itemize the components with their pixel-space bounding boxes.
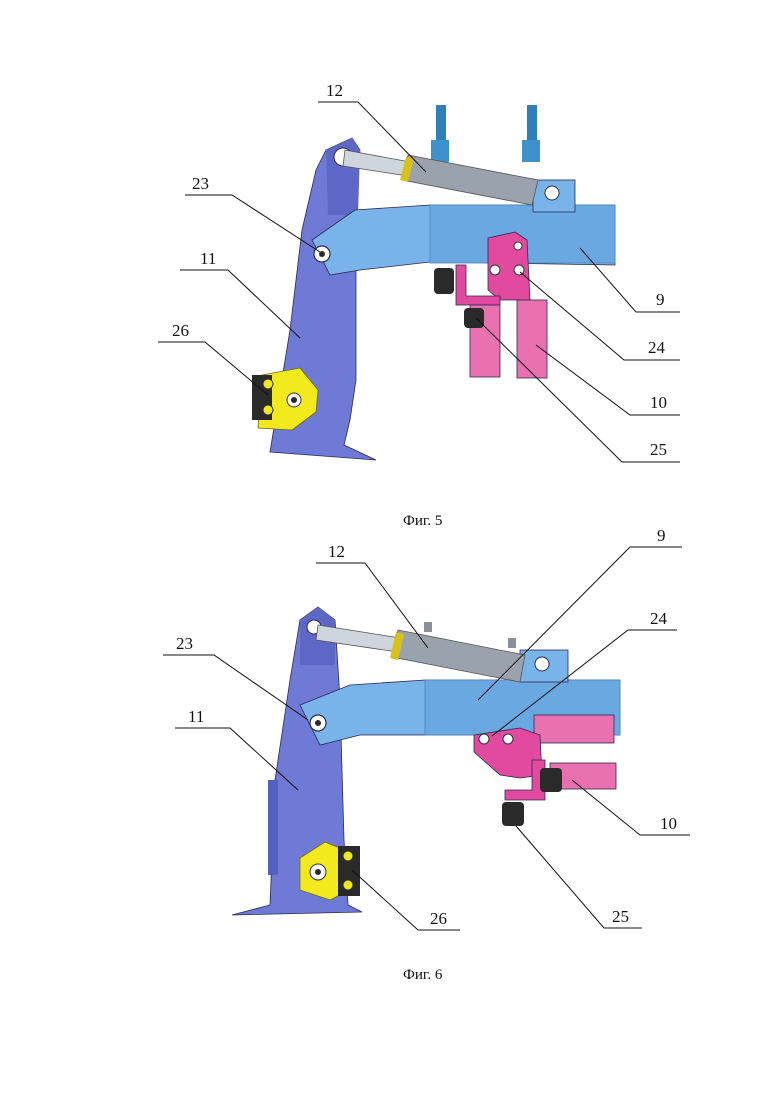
- label-9: 9: [657, 526, 666, 545]
- cylinder-12: [316, 622, 525, 682]
- label-12: 12: [328, 542, 345, 561]
- caption-fig-5: Фиг. 5: [403, 513, 442, 529]
- label-10: 10: [650, 393, 667, 412]
- label-24: 24: [648, 338, 666, 357]
- label-25: 25: [612, 907, 629, 926]
- label-10: 10: [660, 814, 677, 833]
- leader-lines-fig5: [158, 102, 680, 462]
- label-11: 11: [188, 707, 204, 726]
- label-9: 9: [656, 290, 665, 309]
- hydraulic-hoses: [431, 105, 540, 162]
- label-26: 26: [430, 909, 447, 928]
- label-25: 25: [650, 440, 667, 459]
- figure-6: 12 9 23 24 11 10 25 26 Фиг. 6: [163, 526, 690, 983]
- label-23: 23: [192, 174, 209, 193]
- bracket-10: [474, 715, 616, 826]
- label-12: 12: [326, 81, 343, 100]
- label-26: 26: [172, 321, 189, 340]
- label-11: 11: [200, 249, 216, 268]
- figure-5: 12 23 11 26 9 24 10 25 Фиг. 5: [158, 81, 680, 529]
- label-24: 24: [650, 609, 668, 628]
- caption-fig-6: Фиг. 6: [403, 967, 443, 983]
- label-23: 23: [176, 634, 193, 653]
